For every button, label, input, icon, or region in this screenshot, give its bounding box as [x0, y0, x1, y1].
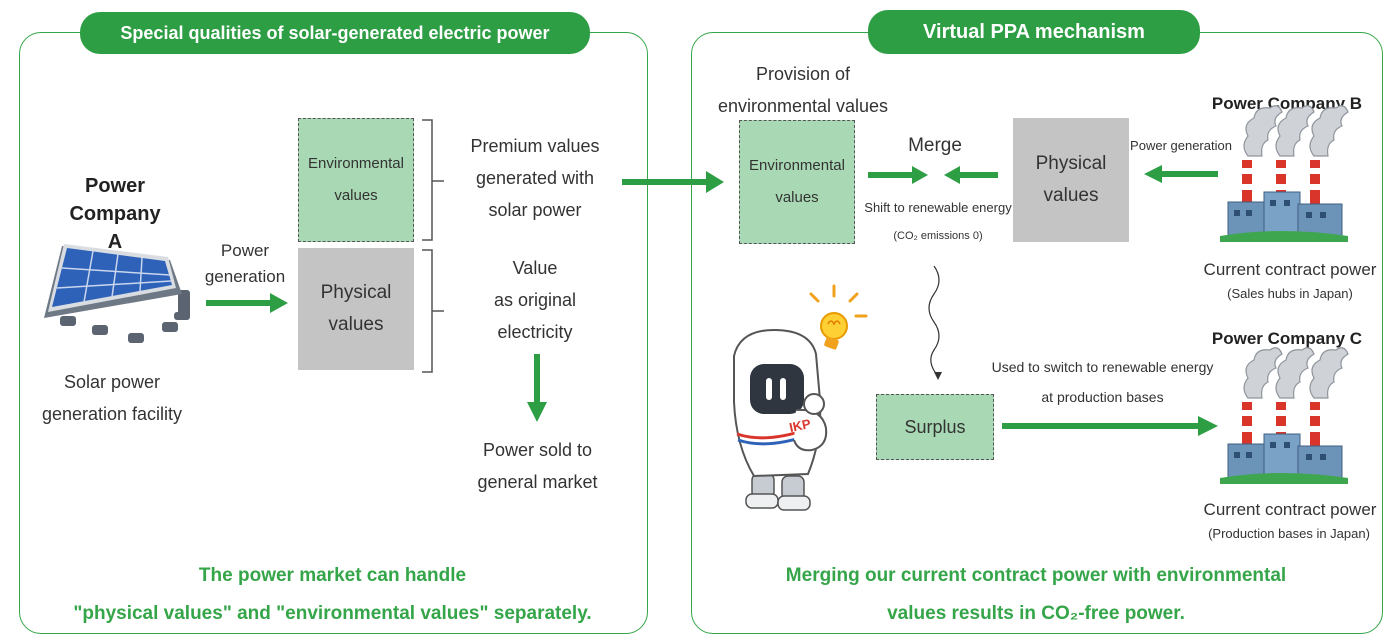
power-generation-label-right: Power generation [1130, 138, 1232, 153]
factory-icon-c [1219, 347, 1349, 485]
surplus-box: Surplus [876, 394, 994, 460]
shift-label: Shift to renewable energy [864, 200, 1012, 215]
left-panel-title: Special qualities of solar-generated ele… [80, 12, 590, 54]
company-b-sub: (Sales hubs in Japan) [1227, 286, 1353, 301]
co2-label: (CO₂ emissions 0) [893, 230, 983, 242]
right-footer: Merging our current contract power with … [785, 565, 1287, 624]
merge-label: Merge [908, 135, 962, 156]
left-footer: The power market can handle"physical val… [73, 565, 592, 624]
bracket-phys [422, 249, 444, 373]
company-b-caption: Current contract power [1203, 260, 1377, 279]
company-c-caption: Current contract power [1203, 500, 1377, 519]
robot-mascot-icon [733, 328, 828, 511]
company-c-sub: (Production bases in Japan) [1208, 526, 1370, 541]
light-bulb-icon [809, 284, 868, 350]
company-b-label: Power Company B [1211, 94, 1363, 113]
factory-icon-b [1219, 105, 1349, 243]
company-c-label: Power Company C [1211, 329, 1363, 348]
right-panel-title: Virtual PPA mechanism [868, 10, 1200, 54]
bracket-env [422, 119, 444, 241]
